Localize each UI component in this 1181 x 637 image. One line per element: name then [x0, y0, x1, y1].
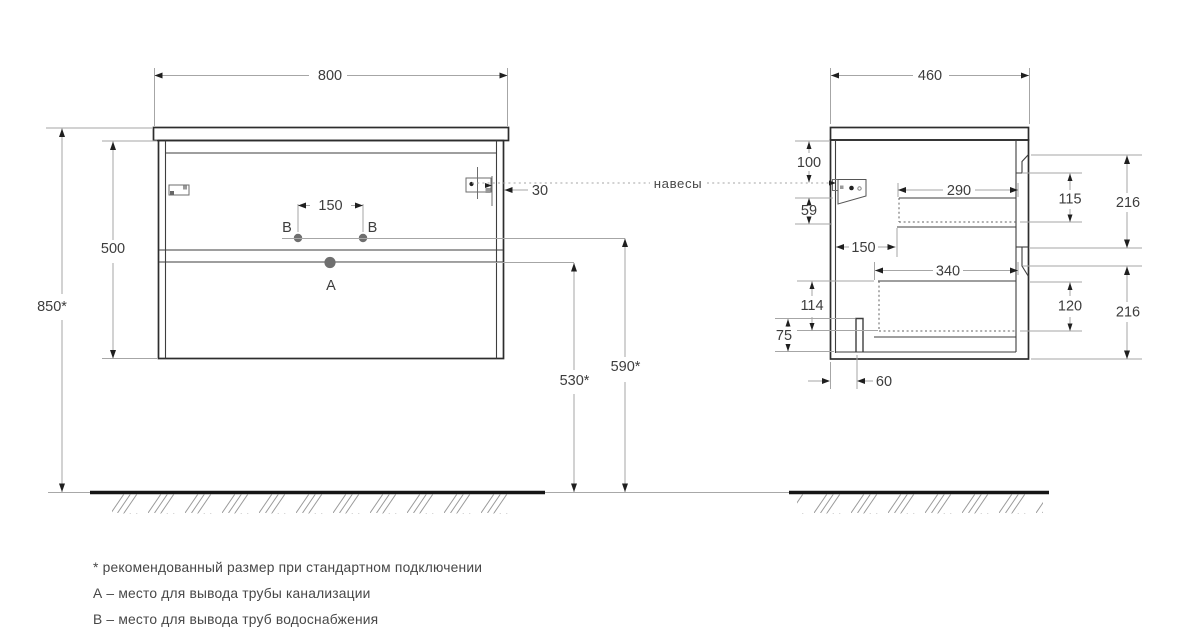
side-drawer-hidden-edges	[878, 198, 1016, 332]
dim-side-top-offset: 100	[797, 155, 821, 171]
dim-side-notch-offset: 60	[876, 374, 892, 390]
floor-hatch-left	[112, 494, 516, 514]
dim-side-plinth-height: 75	[776, 328, 792, 344]
dim-front-drain-height: 530*	[560, 373, 590, 389]
dim-front-hanger-inset: 30	[532, 183, 548, 199]
front-hanger-left	[168, 184, 190, 196]
point-a-dot	[324, 256, 336, 269]
dim-front-outlet-spacing: 150	[318, 198, 342, 214]
legend-note-asterisk: * рекомендованный размер при стандартном…	[93, 560, 482, 575]
front-view-cabinet	[152, 126, 510, 360]
dim-side-hanger-height: 59	[801, 203, 817, 219]
dim-side-bottom-drawer-depth: 340	[936, 264, 960, 280]
front-countertop	[152, 126, 510, 142]
label-point-b-right: B	[368, 220, 378, 236]
dim-side-top-front-height: 216	[1116, 195, 1140, 211]
side-body	[829, 139, 1030, 360]
labels: 800 850* 500 150 30 530* 590* B B A наве…	[37, 68, 1140, 390]
legend-note-a: А – место для вывода трубы канализации	[93, 586, 371, 601]
legend: * рекомендованный размер при стандартном…	[93, 560, 482, 627]
side-hanger-bracket	[832, 179, 867, 205]
dim-side-back-offset: 150	[851, 240, 875, 256]
front-body	[157, 139, 505, 360]
dim-side-bottom-drawer-height: 120	[1058, 299, 1082, 315]
floor	[48, 490, 1049, 514]
dim-side-bottom-front-height: 216	[1116, 305, 1140, 321]
dim-side-top-drawer-height: 115	[1058, 192, 1081, 208]
dim-front-body-height: 500	[101, 241, 125, 257]
dim-side-top-drawer-depth: 290	[947, 183, 971, 199]
side-countertop	[829, 126, 1030, 141]
floor-hatch-right	[797, 494, 1043, 514]
label-point-b-left: B	[282, 220, 292, 236]
dimension-lines	[46, 68, 1142, 492]
dim-front-width: 800	[318, 68, 342, 84]
legend-note-b: В – место для вывода труб водоснабжения	[93, 612, 378, 627]
dim-side-bottom-clearance: 114	[800, 298, 823, 314]
dim-front-overall-height: 850*	[37, 299, 67, 315]
dim-front-water-height: 590*	[611, 359, 641, 375]
side-view-cabinet	[829, 126, 1030, 360]
front-panels	[159, 140, 503, 359]
callout-hangers: навесы	[654, 176, 702, 191]
label-point-a: A	[326, 278, 336, 294]
dim-side-depth: 460	[918, 68, 942, 84]
dimension-arrowheads	[59, 72, 1130, 492]
side-internals	[834, 140, 1029, 353]
